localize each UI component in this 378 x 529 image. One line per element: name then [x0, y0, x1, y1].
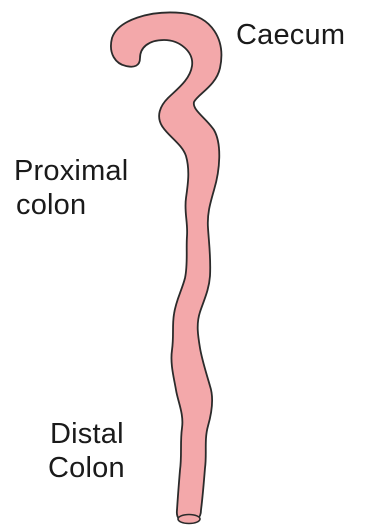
label-proximal-line1: Proximal [14, 154, 128, 188]
colon-shape [111, 12, 221, 522]
colon-distal-opening [178, 515, 200, 524]
label-distal-colon: Distal Colon [48, 417, 125, 485]
label-caecum: Caecum [236, 18, 345, 52]
label-proximal-colon: Proximal colon [14, 154, 128, 222]
label-proximal-line2: colon [14, 188, 128, 222]
label-distal-line2: Colon [48, 451, 125, 485]
label-distal-line1: Distal [48, 417, 125, 451]
